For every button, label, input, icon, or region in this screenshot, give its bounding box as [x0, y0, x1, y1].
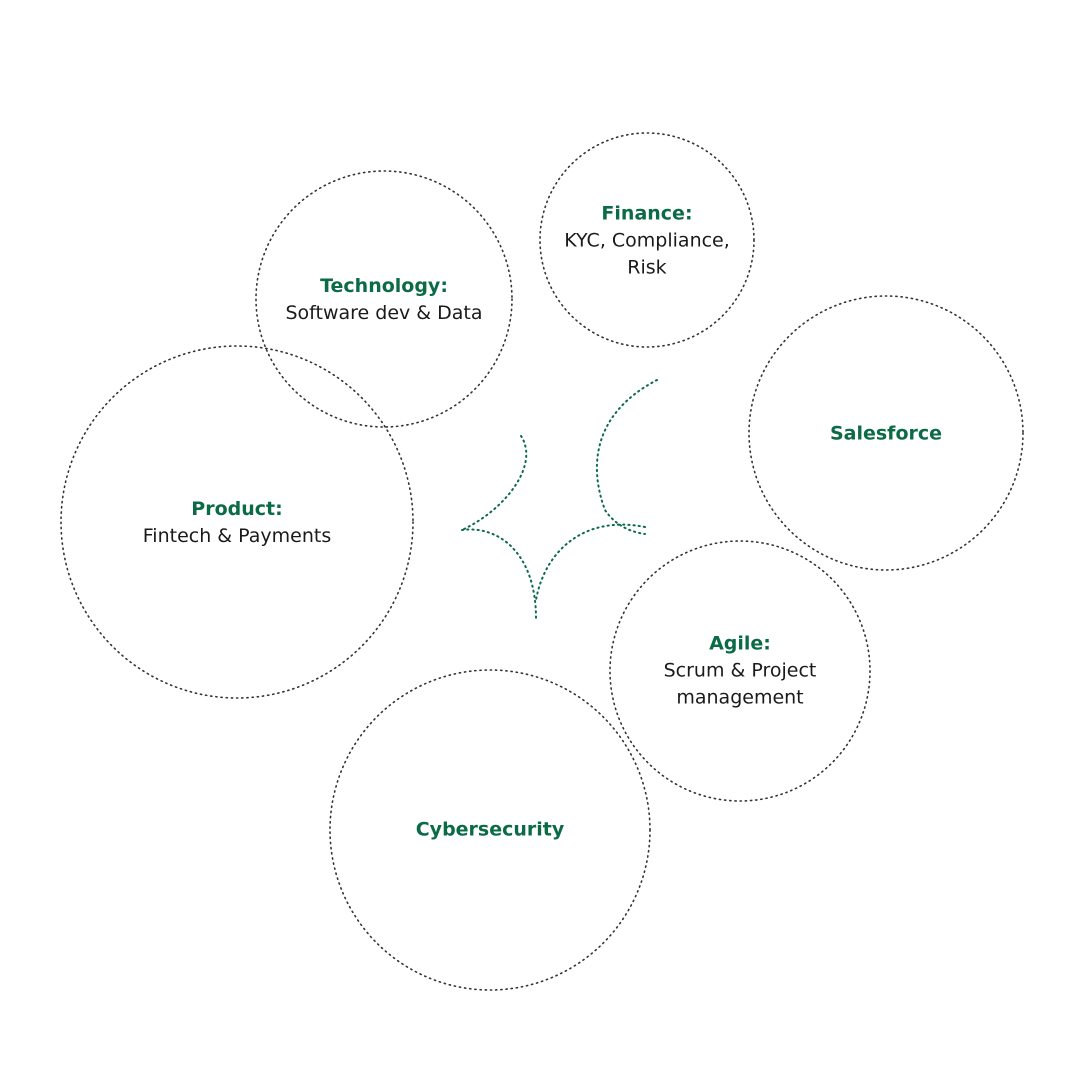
curve-upper-left	[461, 435, 528, 531]
agile-circle	[609, 540, 871, 802]
cybersecurity-label: Cybersecurity	[416, 817, 565, 844]
finance-description-line-2: Risk	[627, 256, 667, 279]
agile-description-line-1: Scrum & Project	[663, 659, 817, 682]
curve-lower-right	[535, 523, 646, 601]
product-heading: Product:	[191, 498, 283, 520]
salesforce-heading: Salesforce	[829, 422, 943, 445]
product-description: Fintech & Payments	[142, 525, 332, 547]
curve-lower-left	[461, 528, 537, 619]
agile-description-line-2: management	[676, 686, 804, 709]
finance-heading: Finance:	[601, 202, 693, 225]
finance-description-line-1: KYC, Compliance,	[564, 229, 730, 252]
technology-description: Software dev & Data	[285, 302, 483, 324]
cybersecurity-circle	[329, 669, 651, 991]
salesforce-label: Salesforce	[830, 421, 942, 448]
technology-heading: Technology:	[320, 275, 448, 297]
finance-label: Finance: KYC, Compliance, Risk	[564, 201, 730, 282]
salesforce-circle	[748, 295, 1024, 571]
technology-label: Technology: Software dev & Data	[285, 273, 482, 327]
technology-circle	[255, 170, 513, 428]
curve-upper-right	[596, 379, 658, 535]
cybersecurity-heading: Cybersecurity	[415, 818, 565, 841]
agile-heading: Agile:	[709, 632, 771, 655]
product-circle	[60, 345, 414, 699]
agile-label: Agile: Scrum & Project management	[664, 631, 817, 712]
central-connector-curves	[461, 379, 658, 619]
product-label: Product: Fintech & Payments	[143, 496, 331, 550]
finance-circle	[539, 132, 755, 348]
